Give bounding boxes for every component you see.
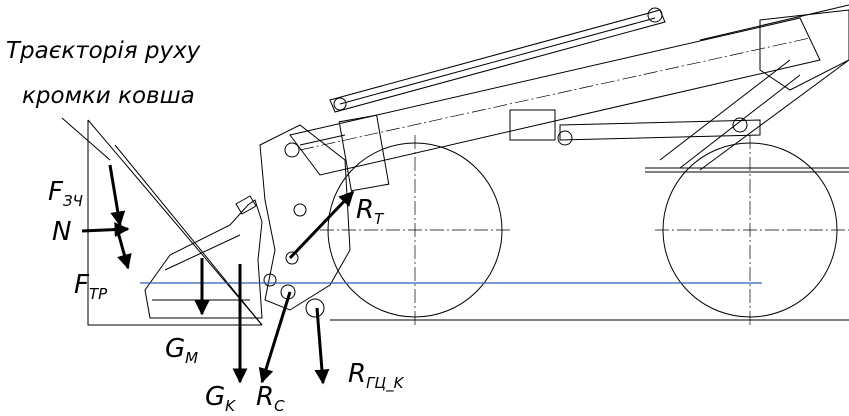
boom-assembly (289, 4, 849, 176)
r-t-arrow (288, 190, 355, 260)
label-r-t: RT (356, 195, 385, 228)
label-r-c: RC (256, 382, 285, 415)
n-arrow (81, 222, 130, 238)
caption-leader (61, 117, 111, 161)
label-g-m: GM (165, 334, 198, 367)
force-arrows (81, 164, 355, 385)
label-f-zch: FЗЧ (48, 177, 83, 210)
label-g-k: GK (205, 382, 236, 415)
label-r-gc-k: RГЦ_K (348, 359, 405, 393)
label-f-tp: FТР (74, 270, 108, 303)
linkage (259, 114, 390, 318)
f-tp-arrow (116, 231, 132, 270)
caption-line-1: Траєкторія руху (6, 38, 201, 64)
rear-wheel (655, 135, 849, 325)
front-wheel (320, 135, 510, 325)
bucket-edge-trajectory (87, 119, 263, 326)
label-n: N (52, 217, 71, 247)
r-gc-k-arrow (314, 307, 330, 385)
caption-line-2: кромки ковша (22, 83, 195, 109)
machine-frame (330, 167, 849, 321)
r-c-arrow (258, 291, 292, 384)
f-zch-arrow (108, 164, 126, 227)
